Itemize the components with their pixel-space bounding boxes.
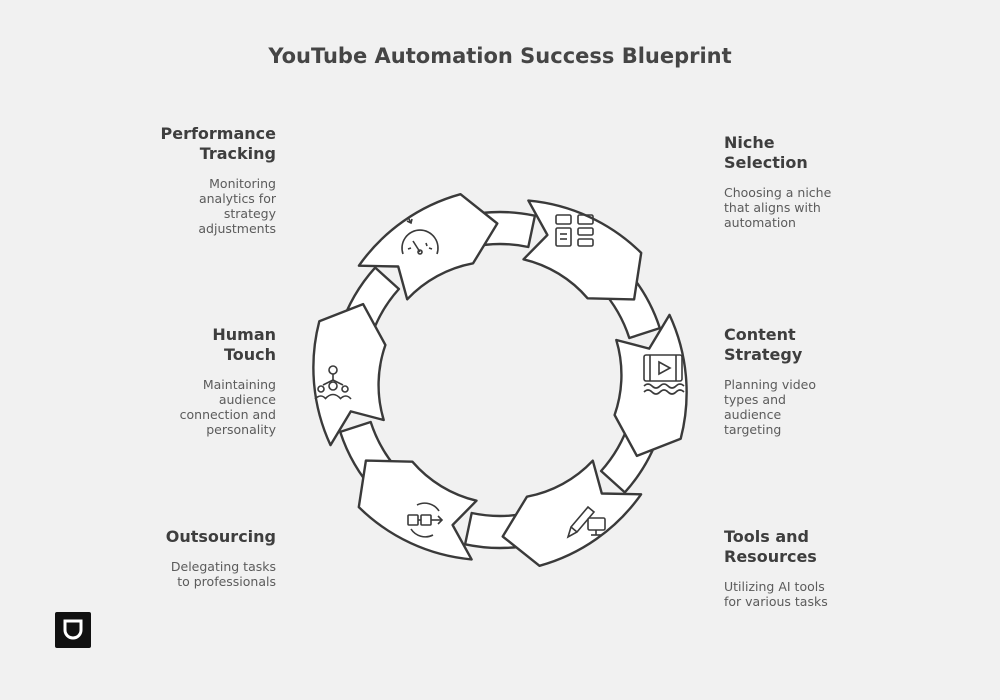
step-heading: Outsourcing xyxy=(165,527,276,546)
video-film-icon xyxy=(643,354,685,395)
step-heading: Tools and Resources xyxy=(724,527,817,566)
step-description: Utilizing AI tools for various tasks xyxy=(724,579,828,609)
step-heading: Human Touch xyxy=(212,325,276,364)
ring-segment-4 xyxy=(357,459,478,561)
step-description: Planning video types and audience target… xyxy=(724,377,816,437)
ring-segments xyxy=(312,193,688,567)
speedometer-icon xyxy=(401,216,439,255)
step-niche-selection: Niche Selection Choosing a niche that al… xyxy=(724,133,894,230)
step-content-strategy: Content Strategy Planning video types an… xyxy=(724,325,894,437)
pen-monitor-icon xyxy=(566,505,606,539)
step-heading: Performance Tracking xyxy=(160,124,276,163)
ring-segment-3 xyxy=(501,459,643,567)
step-human-touch: Human Touch Maintaining audience connect… xyxy=(106,325,276,437)
step-tools-resources: Tools and Resources Utilizing AI tools f… xyxy=(724,527,894,609)
step-description: Delegating tasks to professionals xyxy=(170,559,276,589)
ring-segment-5 xyxy=(312,302,387,447)
layout-grid-icon xyxy=(555,214,594,247)
step-description: Choosing a niche that aligns with automa… xyxy=(724,185,832,230)
step-performance-tracking: Performance Tracking Monitoring analytic… xyxy=(106,124,276,236)
step-heading: Content Strategy xyxy=(724,325,803,364)
ring-segment-6 xyxy=(357,193,499,301)
ring-icons xyxy=(314,214,685,539)
step-outsourcing: Outsourcing Delegating tasks to professi… xyxy=(106,527,276,589)
step-description: Maintaining audience connection and pers… xyxy=(179,377,276,437)
step-heading: Niche Selection xyxy=(724,133,808,172)
step-description: Monitoring analytics for strategy adjust… xyxy=(198,176,276,236)
outsource-arrows-icon xyxy=(407,502,444,538)
ring-segment-1 xyxy=(522,199,643,301)
people-network-icon xyxy=(314,365,352,400)
logo-icon xyxy=(55,612,91,648)
diagram-title: YouTube Automation Success Blueprint xyxy=(268,44,732,68)
logo-mark xyxy=(63,619,83,640)
